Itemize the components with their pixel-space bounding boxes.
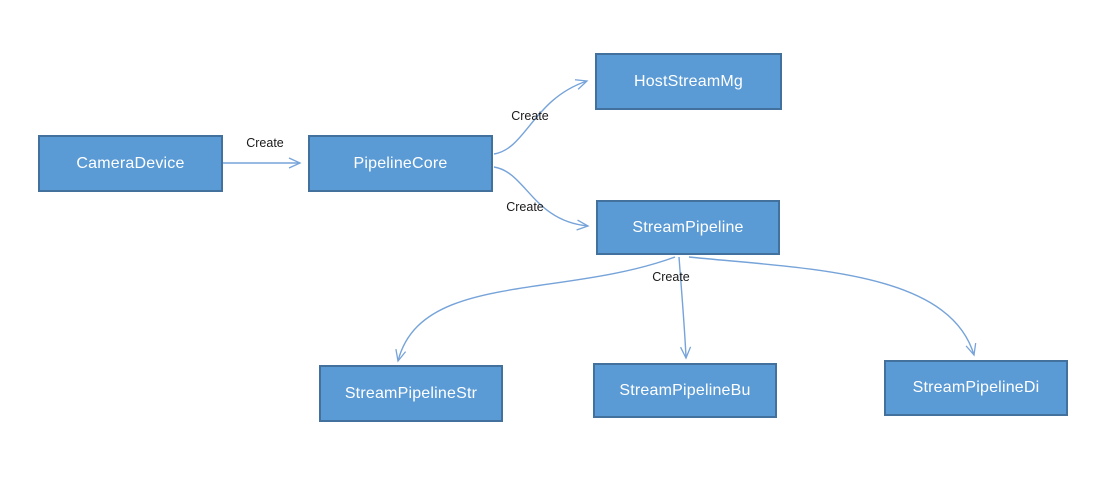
edge-streampipeline-streampipelinebu: [678, 256, 692, 360]
node-pipeline-core-label: PipelineCore: [353, 154, 448, 172]
edge-streampipeline-streampipelinedi: [688, 256, 977, 357]
node-stream-pipeline-bu-label: StreamPipelineBu: [619, 381, 751, 399]
node-stream-pipeline-di[interactable]: StreamPipelineDi: [884, 360, 1068, 416]
node-stream-pipeline-str[interactable]: StreamPipelineStr: [319, 365, 503, 422]
edge-label-create-streampipeline: Create: [506, 200, 544, 214]
node-pipeline-core[interactable]: PipelineCore: [308, 135, 493, 192]
node-stream-pipeline-bu[interactable]: StreamPipelineBu: [593, 363, 777, 418]
node-stream-pipeline-label: StreamPipeline: [632, 218, 744, 236]
node-stream-pipeline[interactable]: StreamPipeline: [596, 200, 780, 255]
edge-pipelinecore-hoststreammg: [493, 79, 589, 155]
node-stream-pipeline-str-label: StreamPipelineStr: [344, 384, 478, 402]
edge-streampipeline-streampipelinestr: [395, 256, 676, 363]
node-camera-device[interactable]: CameraDevice: [38, 135, 223, 192]
node-host-stream-mg[interactable]: HostStreamMg: [595, 53, 782, 110]
edge-label-create-children: Create: [652, 270, 690, 284]
node-host-stream-mg-label: HostStreamMg: [633, 72, 744, 90]
node-camera-device-label: CameraDevice: [76, 154, 185, 172]
edge-label-create-cameradevice: Create: [246, 136, 284, 150]
edge-pipelinecore-streampipeline: [493, 166, 590, 231]
node-stream-pipeline-di-label: StreamPipelineDi: [912, 379, 1040, 396]
edge-label-create-hoststreammg: Create: [511, 109, 549, 123]
